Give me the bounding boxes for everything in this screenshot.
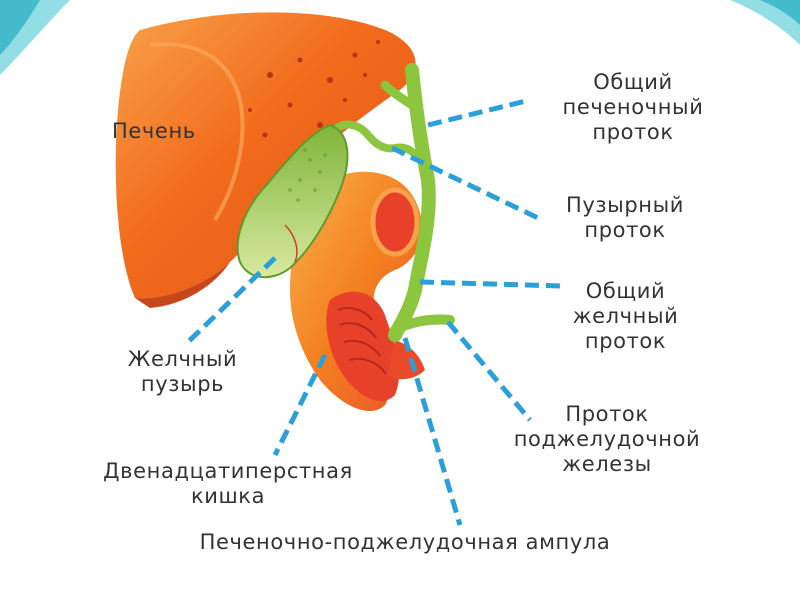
label-line: желчный (572, 304, 679, 328)
duodenum-inner-folds (326, 291, 400, 401)
label-common-bile-duct: Общий желчный проток (548, 279, 703, 354)
leader-common-bile-duct (419, 279, 563, 289)
gallbladder-texture (288, 148, 327, 202)
label-liver-text: Печень (112, 119, 196, 143)
label-line: проток (584, 329, 667, 353)
label-line: пузырь (140, 372, 225, 396)
leader-lines (183, 97, 563, 526)
pancreatic-duct-shape (390, 314, 455, 335)
leader-cystic-duct (390, 145, 540, 221)
leader-common-hepatic-duct (427, 97, 531, 128)
label-line: Общий (593, 70, 673, 94)
label-line: поджелудочной (513, 427, 701, 451)
label-line: Желчный (127, 347, 238, 371)
label-ampulla-text: Печеночно-поджелудочная ампула (199, 530, 611, 554)
teal-band-left-2 (0, 0, 40, 55)
leader-ampulla (402, 337, 463, 526)
label-line: проток (584, 218, 666, 242)
label-pancreatic-duct: Проток поджелудочной железы (487, 402, 727, 477)
common-hepatic-duct-shape (388, 63, 436, 342)
leader-pancreatic-duct (446, 320, 532, 422)
label-common-hepatic-duct: Общий печеночный проток (548, 70, 718, 145)
label-line: Двенадцатиперстная (103, 459, 353, 483)
teal-band-right-2 (760, 0, 800, 25)
liver-lower-edge (135, 262, 230, 308)
label-line: проток (592, 120, 674, 144)
label-cystic-duct: Пузырный проток (545, 193, 705, 243)
label-duodenum: Двенадцатиперстная кишка (68, 459, 388, 509)
label-ampulla: Печеночно-поджелудочная ампула (140, 530, 670, 555)
gallbladder-shape (236, 123, 349, 279)
label-line: печеночный (562, 95, 704, 119)
hepatic-branch (380, 80, 417, 110)
liver-shape (115, 12, 416, 299)
label-line: Общий (585, 279, 666, 303)
label-line: Пузырный (565, 193, 685, 217)
duodenum-fold-lines (337, 307, 387, 375)
duodenum-opening (370, 187, 420, 257)
cystic-duct-shape (331, 120, 422, 162)
gallbladder-vessel (284, 224, 298, 263)
leader-duodenum (272, 353, 328, 457)
label-line: железы (562, 452, 652, 476)
label-line: кишка (190, 484, 266, 508)
label-liver: Печень (112, 119, 196, 144)
label-line: Проток (565, 402, 649, 426)
label-gallbladder: Желчный пузырь (110, 347, 255, 397)
liver-lobe-line (149, 42, 245, 222)
